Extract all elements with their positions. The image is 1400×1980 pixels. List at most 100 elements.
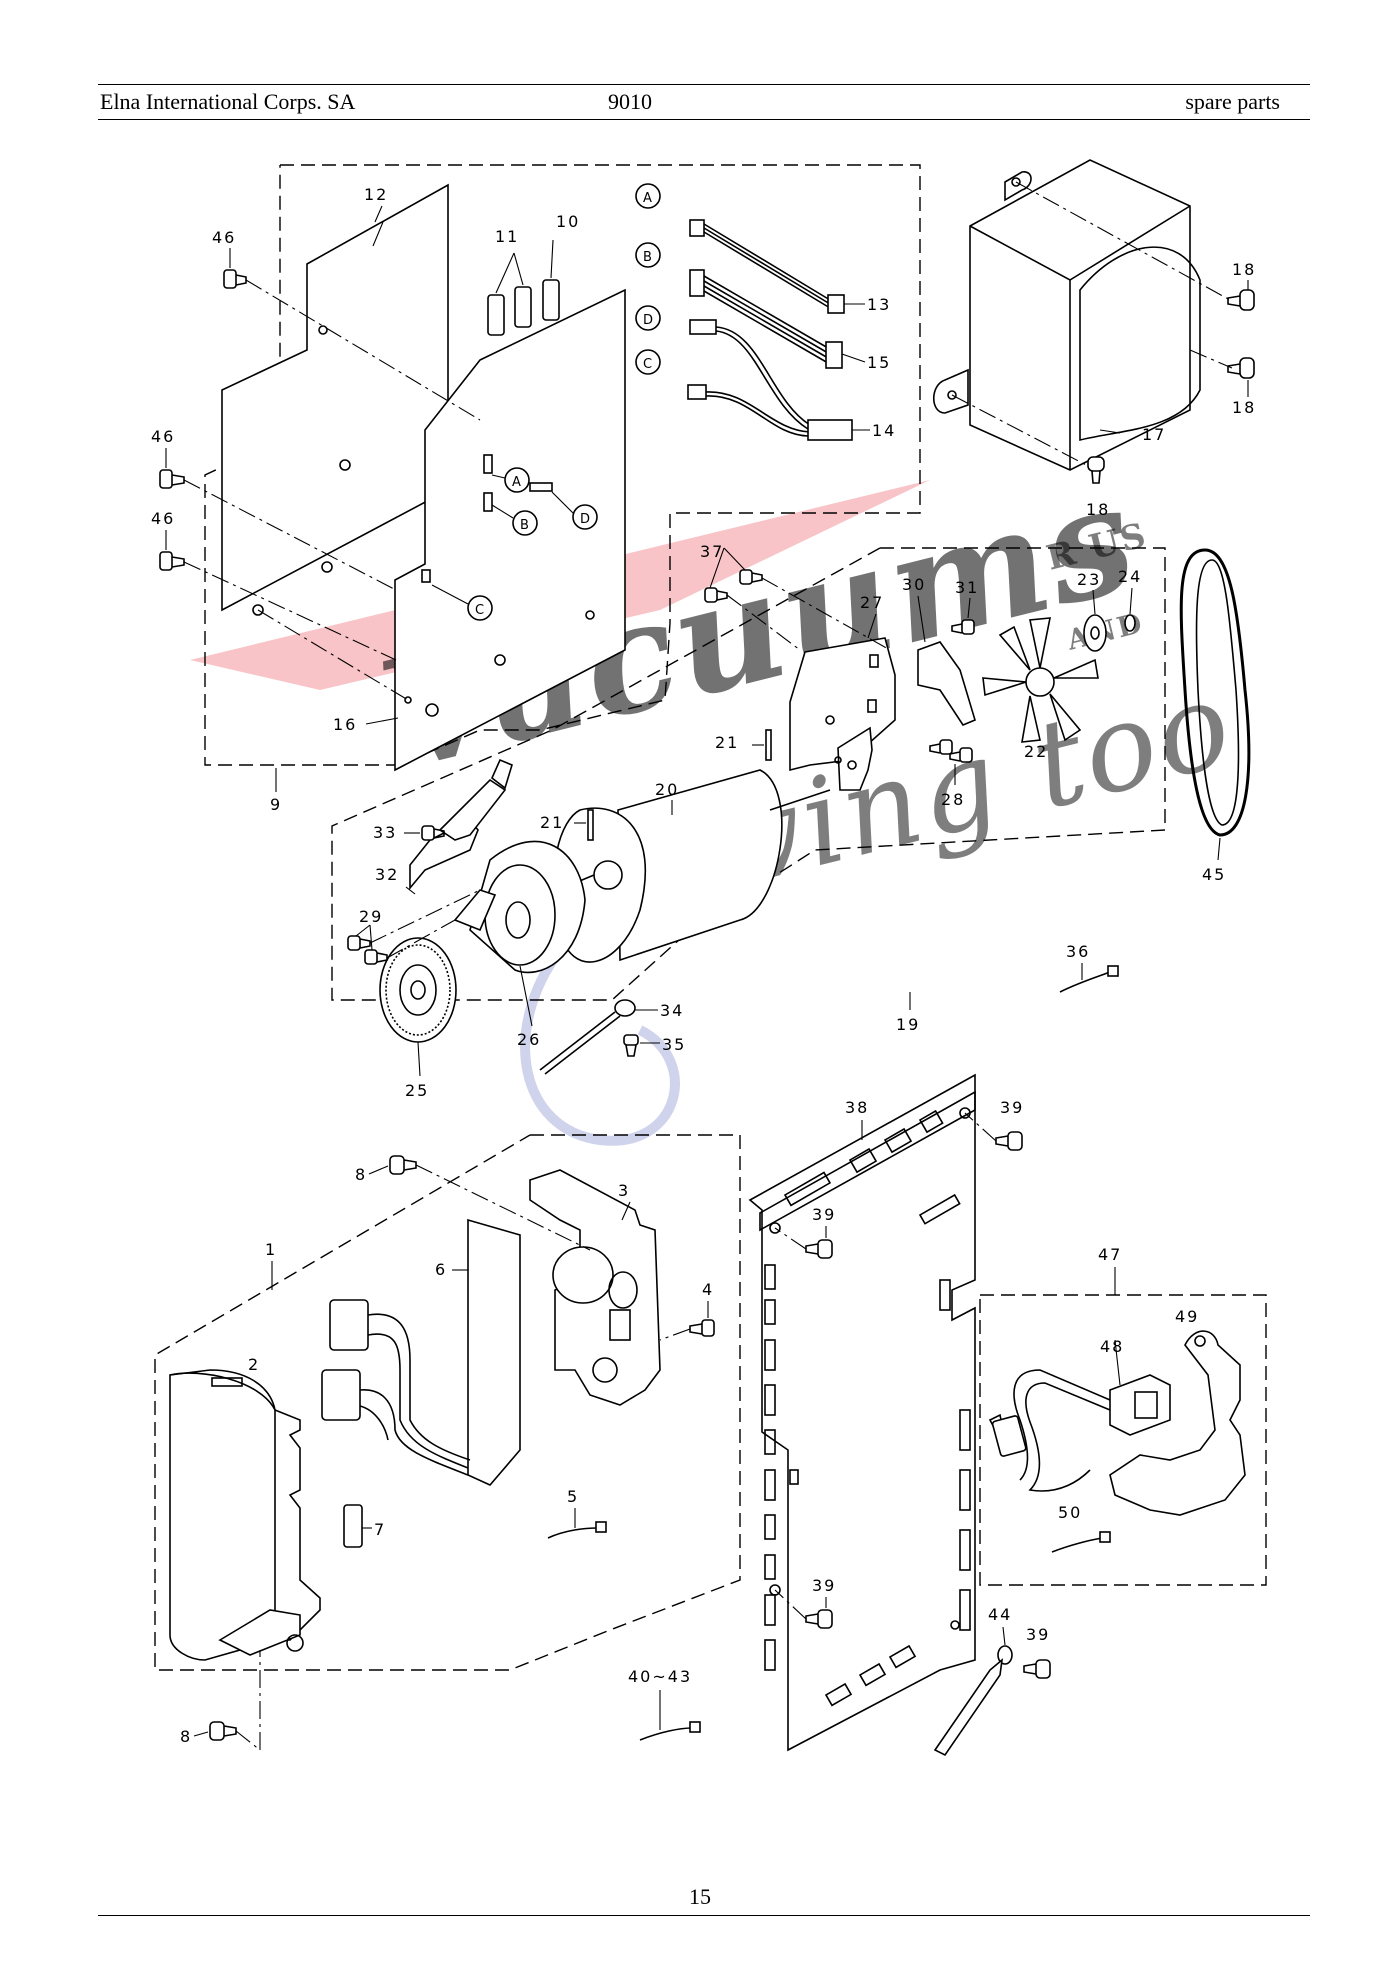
cable-plug xyxy=(807,419,853,441)
callout-39-bottom-right: 39 xyxy=(1026,1625,1050,1644)
callout-5: 5 xyxy=(567,1487,579,1506)
callout-17: 17 xyxy=(1142,425,1166,444)
connector-47-wiring xyxy=(991,1369,1111,1492)
board-hole xyxy=(404,696,412,704)
assembly-19-motor xyxy=(331,547,1166,1075)
part-14-cable xyxy=(687,319,870,441)
part-17-transformer xyxy=(932,159,1233,471)
callout-50: 50 xyxy=(1058,1503,1082,1522)
header-company: Elna International Corps. SA xyxy=(100,89,356,114)
callout-1: 1 xyxy=(265,1240,277,1259)
pin-21-upper xyxy=(765,729,772,761)
board-connector xyxy=(421,569,431,583)
connector-c-marker xyxy=(467,595,493,621)
callout-34: 34 xyxy=(660,1001,684,1020)
part-38-main-board xyxy=(748,1073,1004,1752)
connector-letters: A B D C A B D C xyxy=(475,191,653,618)
connector-letter-b: B xyxy=(643,250,652,265)
part-50-cable-tie xyxy=(1051,1531,1111,1553)
screw-18-bottom xyxy=(1087,456,1105,484)
callout-20: 20 xyxy=(655,780,679,799)
callout-14: 14 xyxy=(872,421,896,440)
connector-b-marker xyxy=(635,242,661,268)
callout-26: 26 xyxy=(517,1030,541,1049)
assembly-1-power-unit xyxy=(154,1134,741,1751)
callout-31: 31 xyxy=(955,578,979,597)
footer-rule xyxy=(98,1915,1310,1916)
callout-24: 24 xyxy=(1118,567,1142,586)
part-25-gear xyxy=(379,937,457,1043)
callout-40-43: 40~43 xyxy=(628,1667,692,1686)
screw-28-b xyxy=(949,747,973,763)
callout-21-upper: 21 xyxy=(715,733,739,752)
screw-31 xyxy=(951,619,975,635)
power-unit-wiring xyxy=(321,1299,471,1476)
switch-cylinder xyxy=(552,1246,614,1304)
plate-hole xyxy=(318,325,328,335)
callout-15: 15 xyxy=(867,353,891,372)
connector-letter-a: A xyxy=(643,191,652,206)
exploded-parts-diagram: Vacuums Sewing too R US AND xyxy=(151,159,1267,1757)
part-12-plate xyxy=(221,183,449,612)
group-47-outline xyxy=(979,1294,1267,1586)
callout-8-top: 8 xyxy=(355,1165,367,1184)
callout-39-top-right: 39 xyxy=(1000,1098,1024,1117)
screw-46-middle xyxy=(159,469,185,489)
callout-37: 37 xyxy=(700,542,724,561)
board-letter-a: A xyxy=(512,475,521,490)
plate-hole xyxy=(252,604,264,616)
part-40-43-cable-tie xyxy=(639,1721,701,1741)
part-21-pins xyxy=(574,729,772,841)
screw-39-upper-left xyxy=(774,1227,833,1259)
connector-d-marker xyxy=(572,504,598,530)
part-22-fan xyxy=(982,617,1099,743)
board-hole xyxy=(494,654,506,666)
callout-18-bottom: 18 xyxy=(1086,500,1110,519)
plate-hole xyxy=(321,561,333,573)
callout-labels: 12 46 46 46 11 10 13 15 14 16 9 18 18 18… xyxy=(151,185,1256,1746)
assembly-9-control-board xyxy=(159,164,921,772)
callout-33: 33 xyxy=(373,823,397,842)
callout-13: 13 xyxy=(867,295,891,314)
assembly-47-connector xyxy=(979,1294,1267,1586)
part-36-cable-tie xyxy=(1059,965,1119,993)
callout-6: 6 xyxy=(435,1260,447,1279)
screw-39-bottom-right xyxy=(1023,1659,1051,1679)
part-2-cover xyxy=(169,1369,321,1661)
cable-plug xyxy=(689,219,705,237)
connector-a-marker xyxy=(635,183,661,209)
callout-3: 3 xyxy=(618,1181,630,1200)
group-1-outline xyxy=(154,1134,741,1671)
part-28-plate xyxy=(834,726,873,791)
part-30-bracket xyxy=(917,641,976,726)
watermark-swirl-blue xyxy=(520,947,680,1146)
screw-28-a xyxy=(929,739,953,755)
callout-8-bottom: 8 xyxy=(180,1727,192,1746)
screw-46-top xyxy=(223,269,247,289)
part-45-belt xyxy=(1179,548,1251,837)
callout-4: 4 xyxy=(702,1280,714,1299)
callout-18-upper: 18 xyxy=(1232,260,1256,279)
screw-46-bottom xyxy=(159,551,185,571)
screw-39-top-right xyxy=(964,1112,1023,1151)
screw-8-bottom xyxy=(209,1721,237,1741)
transformer-coil xyxy=(1079,246,1201,442)
callout-21-lower: 21 xyxy=(540,813,564,832)
board-connector xyxy=(483,492,493,512)
cable-plug xyxy=(687,384,707,400)
callout-39-upper-left: 39 xyxy=(812,1205,836,1224)
main-board-outline xyxy=(748,1073,976,1752)
group-9-outline xyxy=(204,164,921,766)
page-number: 15 xyxy=(689,1884,711,1909)
screw-37-a xyxy=(739,569,763,585)
part-48-connector xyxy=(1109,1339,1171,1436)
cable-plug xyxy=(689,319,717,335)
fuse xyxy=(514,286,532,328)
callout-39-lower-left: 39 xyxy=(812,1576,836,1595)
part-16-circuit-board xyxy=(394,288,626,772)
board-letter-c: C xyxy=(475,603,484,618)
header-section: spare parts xyxy=(1185,89,1280,114)
callout-27: 27 xyxy=(860,593,884,612)
plate-hole xyxy=(339,459,351,471)
part-7-fuse xyxy=(343,1504,372,1548)
